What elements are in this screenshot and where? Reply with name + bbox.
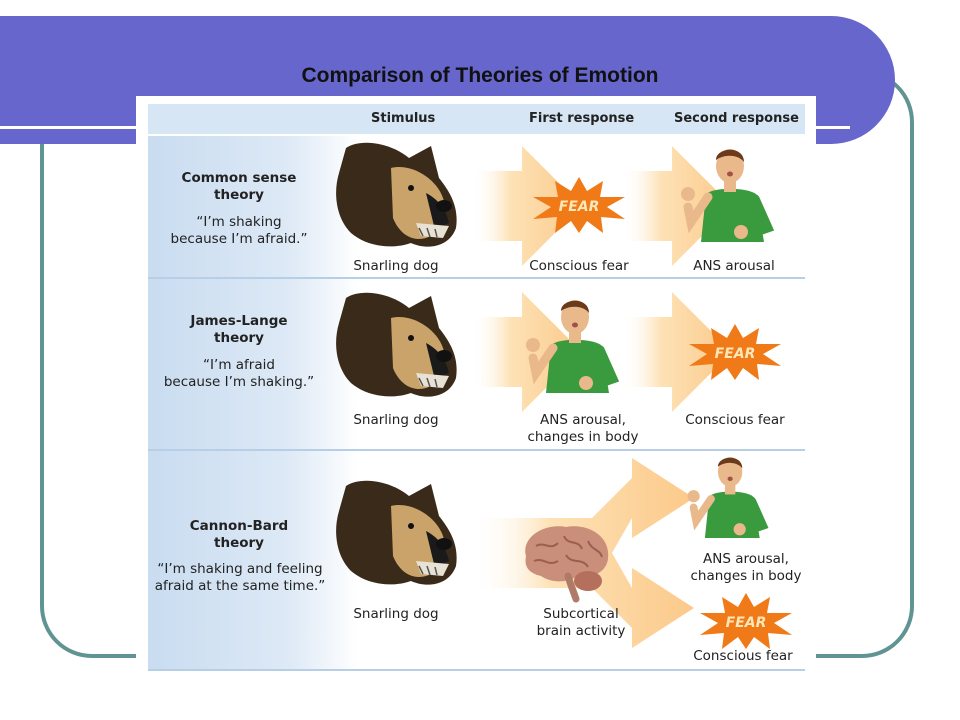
dog-image <box>336 480 457 585</box>
first-response-caption: Conscious fear <box>529 258 629 274</box>
svg-text:FEAR: FEAR <box>715 346 756 362</box>
person-image <box>526 300 620 393</box>
dog-image <box>336 292 457 397</box>
dog-image <box>336 142 457 247</box>
row-divider <box>148 449 805 451</box>
second-response-bottom-caption: Conscious fear <box>693 648 793 664</box>
second-response-top-caption: ANS arousal,changes in body <box>690 551 802 584</box>
first-response-caption: ANS arousal,changes in body <box>527 412 639 445</box>
arrow <box>472 146 732 266</box>
svg-text:FEAR: FEAR <box>559 199 600 215</box>
second-response-caption: Conscious fear <box>685 412 785 428</box>
header-first-response: First response <box>529 111 635 126</box>
slide-title: Comparison of Theories of Emotion <box>301 64 659 87</box>
svg-text:FEAR: FEAR <box>726 615 767 631</box>
stimulus-caption: Snarling dog <box>353 606 439 622</box>
arrow <box>472 292 732 412</box>
fear-burst: FEAR <box>533 177 625 233</box>
comparison-figure: Stimulus First response Second response … <box>136 96 816 676</box>
person-image <box>687 457 769 538</box>
header-stimulus: Stimulus <box>371 111 436 126</box>
stimulus-caption: Snarling dog <box>353 258 439 274</box>
second-response-caption: ANS arousal <box>693 258 775 274</box>
person-image <box>681 149 775 242</box>
brain-image <box>525 526 609 603</box>
stimulus-caption: Snarling dog <box>353 412 439 428</box>
row-divider <box>148 277 805 279</box>
row-divider <box>148 669 805 671</box>
fear-burst: FEAR <box>689 324 781 380</box>
table-header <box>148 104 805 134</box>
header-second-response: Second response <box>674 111 799 126</box>
fear-burst: FEAR <box>700 593 792 649</box>
